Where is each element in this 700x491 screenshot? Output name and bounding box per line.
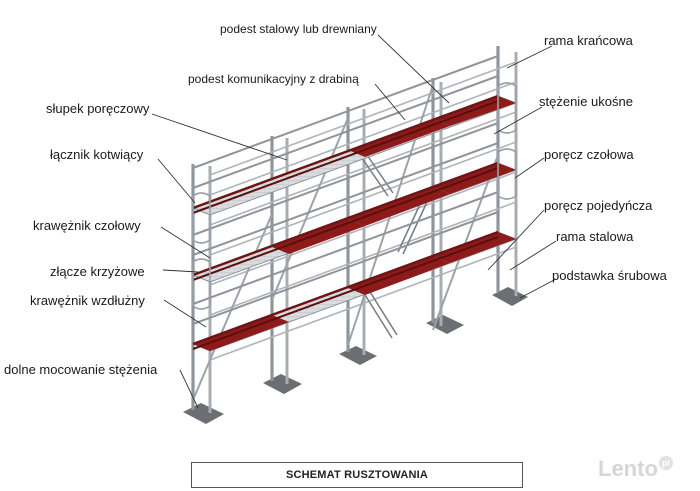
toe-board (192, 167, 499, 281)
label-dolne-mocowanie: dolne mocowanie stężenia (4, 362, 158, 377)
end-frames (192, 82, 517, 310)
toe-board (192, 94, 499, 210)
label-slupek-poreczowy: słupek poręczowy (46, 101, 150, 116)
toe-board (192, 161, 499, 277)
back-rails (209, 61, 517, 361)
label-lacznik-kotwiacy: łącznik kotwiący (50, 147, 144, 162)
platform-hatch-red (433, 96, 516, 126)
toe-board (192, 100, 499, 214)
platform-level-bottom (191, 230, 518, 352)
diagram-caption: SCHEMAT RUSZTOWANIA (191, 462, 523, 488)
label-kraweznik-czolowy: krawężnik czołowy (33, 218, 141, 233)
label-zlacze-krzyzowe: złącze krzyżowe (50, 264, 145, 279)
base-plate (183, 403, 224, 424)
platform-hatch-red (433, 163, 516, 194)
base-plates (183, 287, 528, 424)
platform-hatch-red (348, 187, 450, 226)
front-guardrails (192, 55, 499, 325)
base-plate (263, 374, 302, 394)
leader-lines (151, 34, 557, 409)
platform-hatch-red (433, 232, 516, 263)
label-rama-krancowa: rama krańcowa (544, 33, 633, 48)
label-porecz-czolowa: poręcz czołowa (544, 147, 634, 162)
platform-hatch-red (348, 256, 450, 295)
platform-level-middle (191, 161, 518, 283)
watermark-text: Lento (598, 456, 658, 481)
label-porecz-pojedyncza: poręcz pojedyńcza (544, 198, 653, 213)
base-plate (339, 346, 377, 365)
toe-board (192, 236, 499, 350)
platform-hatch-red (272, 219, 365, 254)
platform-level-top (191, 94, 518, 216)
label-kraweznik-wzdluzny: krawężnik wzdłużny (30, 293, 145, 308)
watermark-badge: pl (658, 456, 673, 470)
platform-hatch-red (193, 315, 289, 351)
label-rama-stalowa: rama stalowa (556, 229, 634, 244)
label-podest-komunikacyjny: podest komunikacyjny z drabiną (188, 72, 359, 86)
label-podest-stalowy: podest stalowy lub drewniany (220, 22, 377, 36)
base-plate (426, 315, 464, 334)
toe-board (192, 230, 499, 346)
label-stezenie-ukosne: stężenie ukośne (539, 94, 633, 109)
base-plate (492, 287, 528, 306)
label-podstawka-srubowa: podstawka śrubowa (552, 268, 667, 283)
ladders (361, 154, 428, 339)
